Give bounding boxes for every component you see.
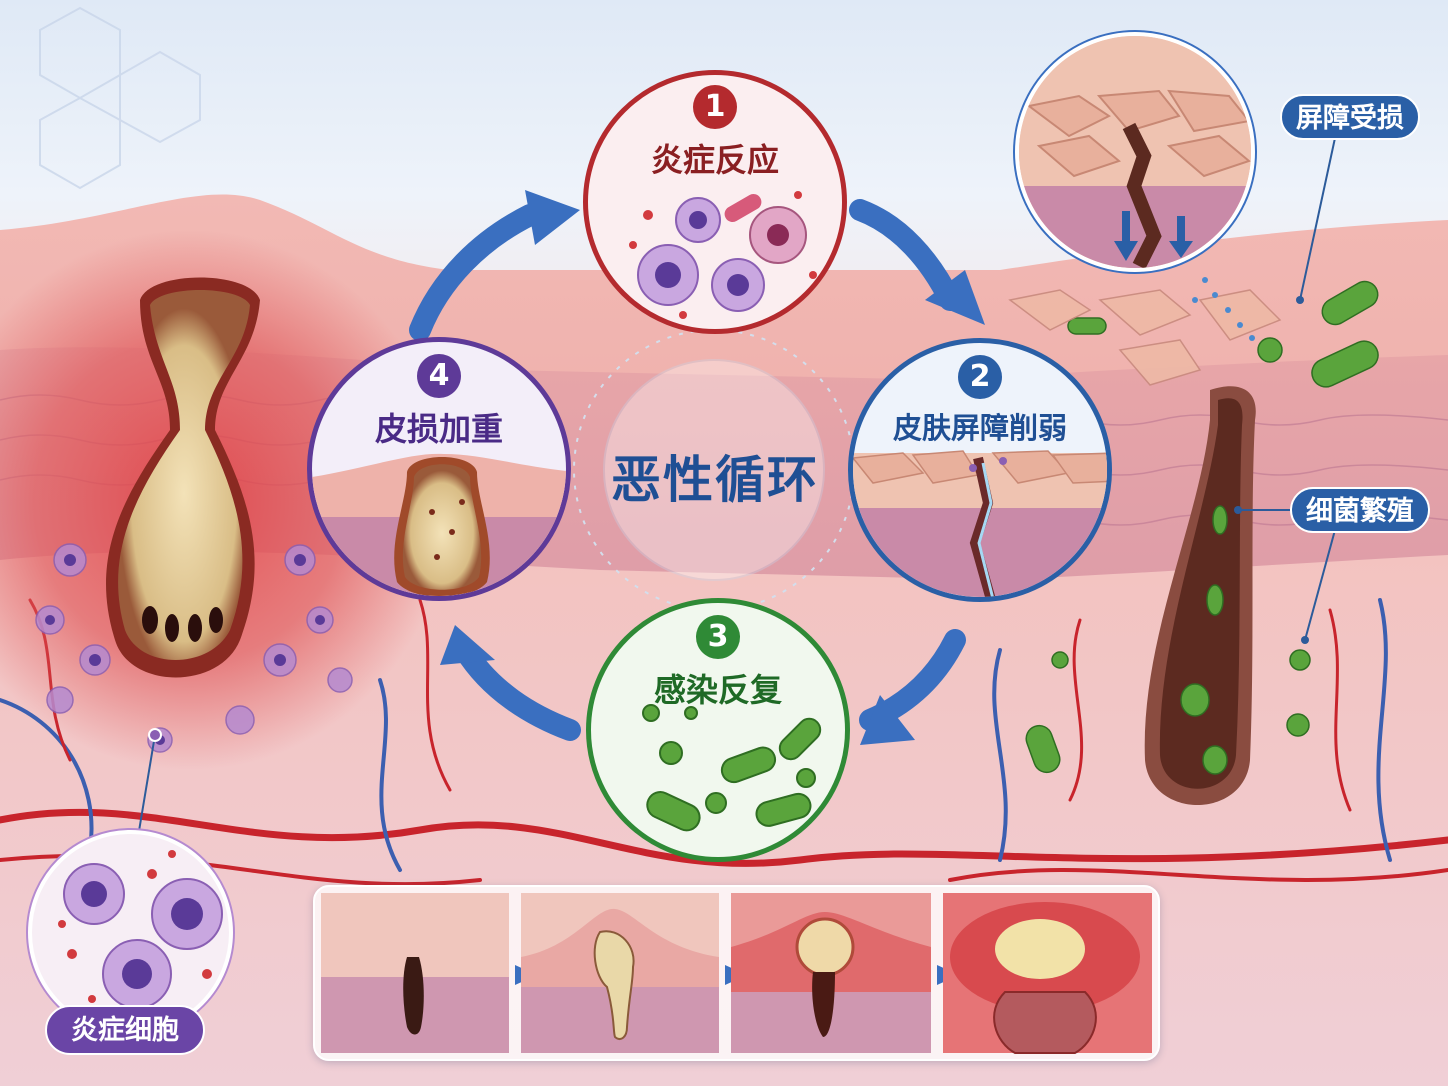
- node-2-title: 皮肤屏障削弱: [853, 405, 1107, 447]
- node-4-number: 4: [417, 354, 461, 398]
- cycle-node-infection: 3 感染反复: [586, 598, 850, 862]
- lesion-progression-strip: [313, 885, 1160, 1061]
- node-3-title: 感染反复: [591, 665, 845, 711]
- node-1-title: 炎症反应: [588, 135, 842, 181]
- stage-2-panel: [521, 893, 719, 1053]
- barrier-damage-inset: [1015, 32, 1255, 272]
- bacteria-growth-callout: 细菌繁殖: [1290, 487, 1430, 533]
- stage-1-panel: [321, 893, 509, 1053]
- progression-stages-illustration: [315, 887, 1158, 1059]
- inflammatory-cells-callout: 炎症细胞: [45, 1005, 205, 1055]
- node-4-title: 皮损加重: [312, 404, 566, 450]
- cycle-node-inflammation: 1 炎症反应: [583, 70, 847, 334]
- vicious-cycle-title: 恶性循环: [590, 440, 840, 512]
- node-2-number: 2: [958, 355, 1002, 399]
- cycle-node-lesion: 4 皮损加重: [307, 337, 571, 601]
- stage-3-panel: [731, 893, 931, 1053]
- cycle-node-barrier: 2 皮肤屏障削弱: [848, 338, 1112, 602]
- barrier-damage-callout: 屏障受损: [1280, 94, 1420, 140]
- node-3-number: 3: [696, 615, 740, 659]
- cracked-skin-illustration: [1019, 36, 1255, 272]
- node-1-number: 1: [693, 85, 737, 129]
- stage-4-panel: [943, 893, 1152, 1053]
